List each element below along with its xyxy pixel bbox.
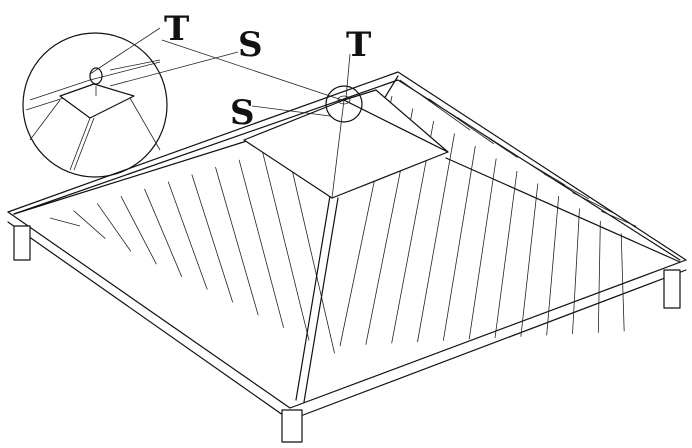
roof-seam-back	[572, 192, 613, 213]
label-s-roof: S	[230, 93, 255, 133]
roof-seam-left	[262, 152, 310, 341]
roof-seam-right	[442, 145, 476, 341]
roof-seam-left	[96, 203, 132, 252]
roof-seam-left	[144, 188, 183, 278]
roof-seam-left	[238, 159, 285, 328]
roof-seam-left	[120, 195, 157, 265]
roof-seam-back	[428, 98, 494, 145]
roof-seam-back	[399, 79, 471, 131]
roof-seam-left	[215, 166, 259, 316]
callout-leaders	[89, 27, 351, 117]
roof-ridges	[13, 75, 681, 403]
roof-panels	[49, 79, 637, 354]
roof-seam-back	[601, 210, 637, 227]
roof-seam-left	[191, 174, 234, 303]
label-s-detail: S	[238, 25, 263, 65]
roof-seam-back	[543, 173, 589, 200]
label-t-detail: T	[164, 9, 189, 49]
roof-seam-right	[597, 220, 601, 333]
roof-seam-right	[572, 208, 580, 335]
label-t-roof: T	[346, 25, 371, 65]
roof-seam-right	[494, 170, 518, 339]
roof-seam-left	[285, 145, 335, 354]
detail-magnifier	[22, 32, 168, 178]
roof-seam-right	[620, 233, 625, 332]
roof-seam-left	[73, 210, 106, 240]
roof-seam-left	[49, 217, 81, 227]
roof-seam-right	[546, 195, 560, 336]
roof-seam-right	[468, 158, 497, 340]
roof-seam-right	[520, 183, 539, 337]
roof-seam-right	[417, 133, 455, 343]
gazebo-legs	[13, 225, 681, 443]
roof-seam-back	[514, 154, 566, 186]
roof-seam-left	[167, 181, 208, 290]
roof-top-cap	[243, 85, 449, 199]
